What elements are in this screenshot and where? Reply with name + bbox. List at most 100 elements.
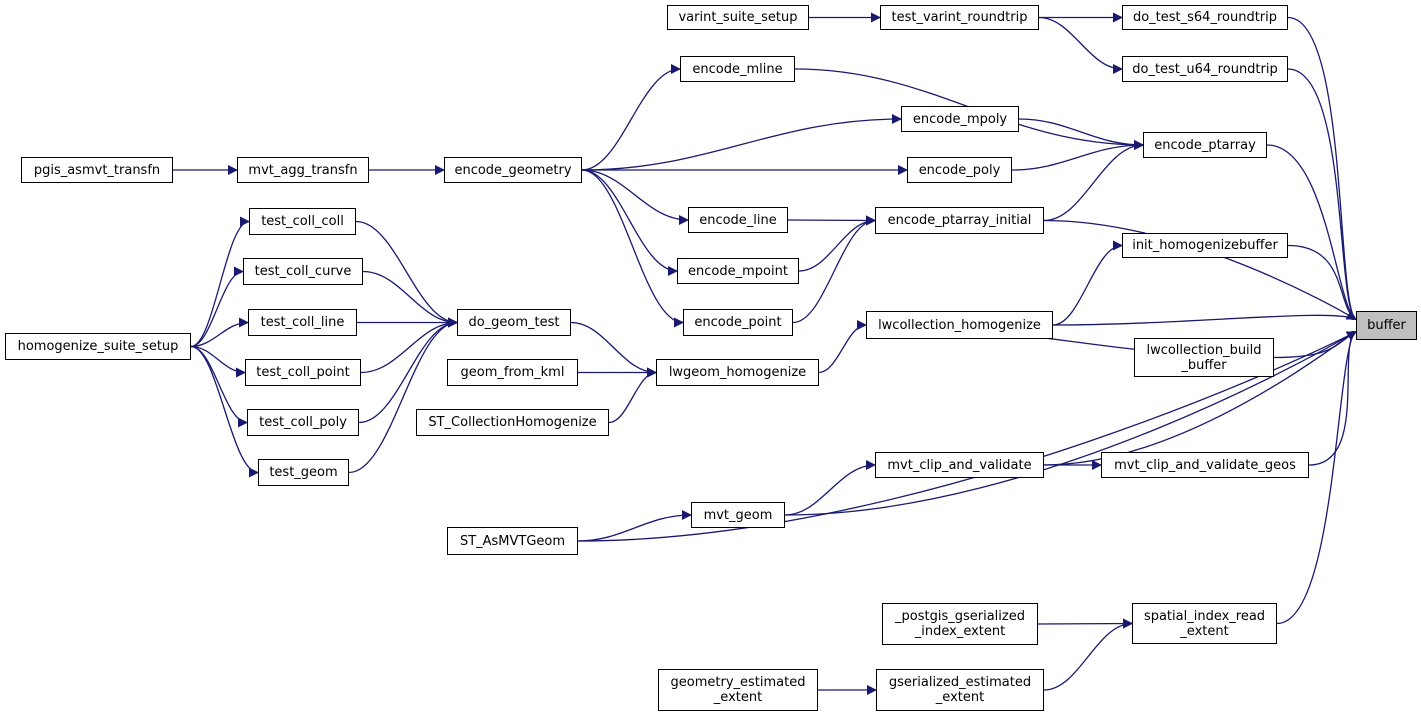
node-label: encode_mline	[692, 61, 783, 77]
node-geom-from-kml[interactable]: geom_from_kml	[447, 359, 578, 386]
node-label: spatial_index_read	[1143, 608, 1266, 624]
node-encode-point[interactable]: encode_point	[683, 309, 793, 336]
edge-homogenize-suite-setup-to-test-coll-line	[190, 317, 249, 348]
edge-encode-geometry-to-encode-mpoint	[581, 169, 678, 276]
node-label: encode_poly	[918, 162, 1001, 178]
edge-test-coll-poly-to-do-geom-test	[358, 317, 458, 424]
edge-encode-geometry-to-encode-mline	[581, 64, 681, 171]
node-do-geom-test[interactable]: do_geom_test	[457, 309, 571, 336]
edge-homogenize-suite-setup-to-test-coll-poly	[190, 345, 248, 428]
node-varint-suite-setup[interactable]: varint_suite_setup	[667, 5, 809, 30]
node-homogenize-suite-setup[interactable]: homogenize_suite_setup	[5, 333, 191, 360]
node-label: _extent	[713, 690, 763, 705]
edge-mvt-clip-and-validate-to-buffer	[1043, 330, 1357, 466]
node-encode-poly[interactable]: encode_poly	[907, 157, 1012, 183]
edge-gserialized-estimated-extent-to-spatial-index-read-extent	[1043, 618, 1133, 691]
node-label: encode_ptarray_initial	[887, 213, 1032, 228]
edge-homogenize-suite-setup-to-test-coll-curve	[190, 266, 244, 348]
edge-mvt-geom-to-buffer	[784, 330, 1357, 516]
node-lwcollection-homogenize[interactable]: lwcollection_homogenize	[866, 311, 1053, 339]
edge-do-geom-test-to-lwgeom-homogenize	[570, 321, 657, 378]
node-label: do_geom_test	[468, 315, 560, 330]
node-encode-mpoly[interactable]: encode_mpoly	[901, 106, 1019, 132]
edge-encode-geometry-to-encode-point	[581, 169, 684, 328]
node-label: geometry_estimated	[670, 675, 806, 690]
node-st-collectionhomogenize[interactable]: ST_CollectionHomogenize	[416, 409, 609, 436]
node-test-coll-line[interactable]: test_coll_line	[248, 309, 357, 336]
node-buffer[interactable]: buffer	[1356, 311, 1417, 340]
node-test-coll-curve[interactable]: test_coll_curve	[243, 258, 363, 285]
node-label: gserialized_estimated	[888, 675, 1032, 690]
node-postgis-gserialized-index-extent[interactable]: _postgis_gserialized_index_extent	[882, 603, 1038, 645]
node-label: test_coll_poly	[259, 415, 347, 430]
node-encode-geometry[interactable]: encode_geometry	[444, 157, 582, 183]
node-mvt-agg-transfn[interactable]: mvt_agg_transfn	[237, 157, 369, 183]
edge-encode-point-to-encode-ptarray-initial	[792, 215, 876, 324]
node-label: test_varint_roundtrip	[891, 10, 1028, 25]
node-encode-line[interactable]: encode_line	[688, 207, 788, 233]
node-label: init_homogenizebuffer	[1132, 238, 1278, 253]
edge-encode-mpoly-to-encode-ptarray	[1018, 118, 1144, 150]
node-label: test_coll_line	[260, 315, 345, 330]
node-encode-mline[interactable]: encode_mline	[680, 56, 795, 82]
node-pgis-asmvt-transfn[interactable]: pgis_asmvt_transfn	[21, 157, 173, 183]
node-init-homogenizebuffer[interactable]: init_homogenizebuffer	[1122, 233, 1288, 258]
node-gserialized-estimated-extent[interactable]: gserialized_estimated_extent	[876, 669, 1044, 711]
node-test-coll-poly[interactable]: test_coll_poly	[247, 409, 359, 436]
node-label: test_coll_point	[256, 365, 350, 380]
node-do-test-s64-roundtrip[interactable]: do_test_s64_roundtrip	[1122, 5, 1288, 30]
edge-encode-ptarray-initial-to-buffer	[1043, 219, 1357, 321]
node-label: do_test_s64_roundtrip	[1132, 10, 1278, 25]
edge-test-varint-roundtrip-to-do-test-u64-roundtrip	[1038, 16, 1123, 74]
node-label: mvt_agg_transfn	[248, 162, 358, 178]
edge-test-coll-curve-to-do-geom-test	[362, 270, 458, 328]
node-test-geom[interactable]: test_geom	[258, 459, 349, 486]
edge-encode-line-to-encode-ptarray-initial	[787, 215, 876, 226]
node-encode-ptarray[interactable]: encode_ptarray	[1143, 132, 1267, 158]
edge-test-coll-coll-to-do-geom-test	[355, 220, 458, 328]
node-encode-mpoint[interactable]: encode_mpoint	[677, 258, 799, 284]
node-label: _extent	[935, 690, 985, 705]
node-label: test_coll_coll	[261, 214, 344, 229]
node-spatial-index-read-extent[interactable]: spatial_index_read_extent	[1132, 603, 1277, 644]
node-label: _postgis_gserialized	[895, 609, 1025, 624]
edge-spatial-index-read-extent-to-buffer	[1276, 330, 1357, 625]
edge-lwcollection-homogenize-to-buffer	[1052, 310, 1357, 326]
node-label: lwgeom_homogenize	[668, 365, 807, 380]
node-label: ST_AsMVTGeom	[459, 533, 566, 549]
node-geometry-estimated-extent[interactable]: geometry_estimated_extent	[658, 669, 818, 711]
node-label: _index_extent	[914, 624, 1006, 639]
node-lwgeom-homogenize[interactable]: lwgeom_homogenize	[656, 359, 819, 386]
node-label: mvt_clip_and_validate_geos	[1114, 457, 1296, 473]
node-label: pgis_asmvt_transfn	[33, 162, 161, 178]
node-mvt-geom[interactable]: mvt_geom	[691, 502, 785, 528]
edge-st-asmvtgeom-to-buffer	[577, 330, 1357, 542]
edge-postgis-gserialized-index-extent-to-spatial-index-read-extent	[1037, 618, 1133, 629]
node-test-coll-coll[interactable]: test_coll_coll	[249, 208, 356, 235]
node-label: varint_suite_setup	[678, 10, 798, 25]
node-label: lwcollection_homogenize	[878, 317, 1041, 333]
node-do-test-u64-roundtrip[interactable]: do_test_u64_roundtrip	[1122, 56, 1288, 82]
node-label: mvt_geom	[703, 507, 773, 523]
node-label: _buffer	[1181, 357, 1227, 373]
edge-lwgeom-homogenize-to-lwcollection-homogenize	[818, 320, 867, 374]
edge-homogenize-suite-setup-to-test-geom	[190, 345, 259, 478]
node-encode-ptarray-initial[interactable]: encode_ptarray_initial	[875, 207, 1044, 234]
node-mvt-clip-and-validate[interactable]: mvt_clip_and_validate	[875, 452, 1044, 478]
edge-homogenize-suite-setup-to-test-coll-coll	[190, 216, 250, 348]
node-test-coll-point[interactable]: test_coll_point	[245, 359, 361, 386]
node-label: encode_point	[694, 315, 782, 330]
node-label: test_geom	[269, 465, 338, 480]
edge-test-coll-point-to-do-geom-test	[360, 317, 458, 374]
node-label: test_coll_curve	[254, 264, 352, 279]
node-label: encode_mpoint	[688, 263, 788, 279]
node-mvt-clip-and-validate-geos[interactable]: mvt_clip_and_validate_geos	[1101, 452, 1309, 478]
node-label: encode_geometry	[454, 162, 572, 178]
node-st-asmvtgeom[interactable]: ST_AsMVTGeom	[447, 527, 578, 555]
edge-encode-ptarray-to-buffer	[1266, 144, 1357, 321]
node-lwcollection-build-buffer[interactable]: lwcollection_build_buffer	[1134, 338, 1274, 377]
edge-lwcollection-build-buffer-to-buffer	[1273, 330, 1357, 359]
node-label: encode_ptarray	[1154, 137, 1256, 153]
node-test-varint-roundtrip[interactable]: test_varint_roundtrip	[880, 5, 1039, 30]
